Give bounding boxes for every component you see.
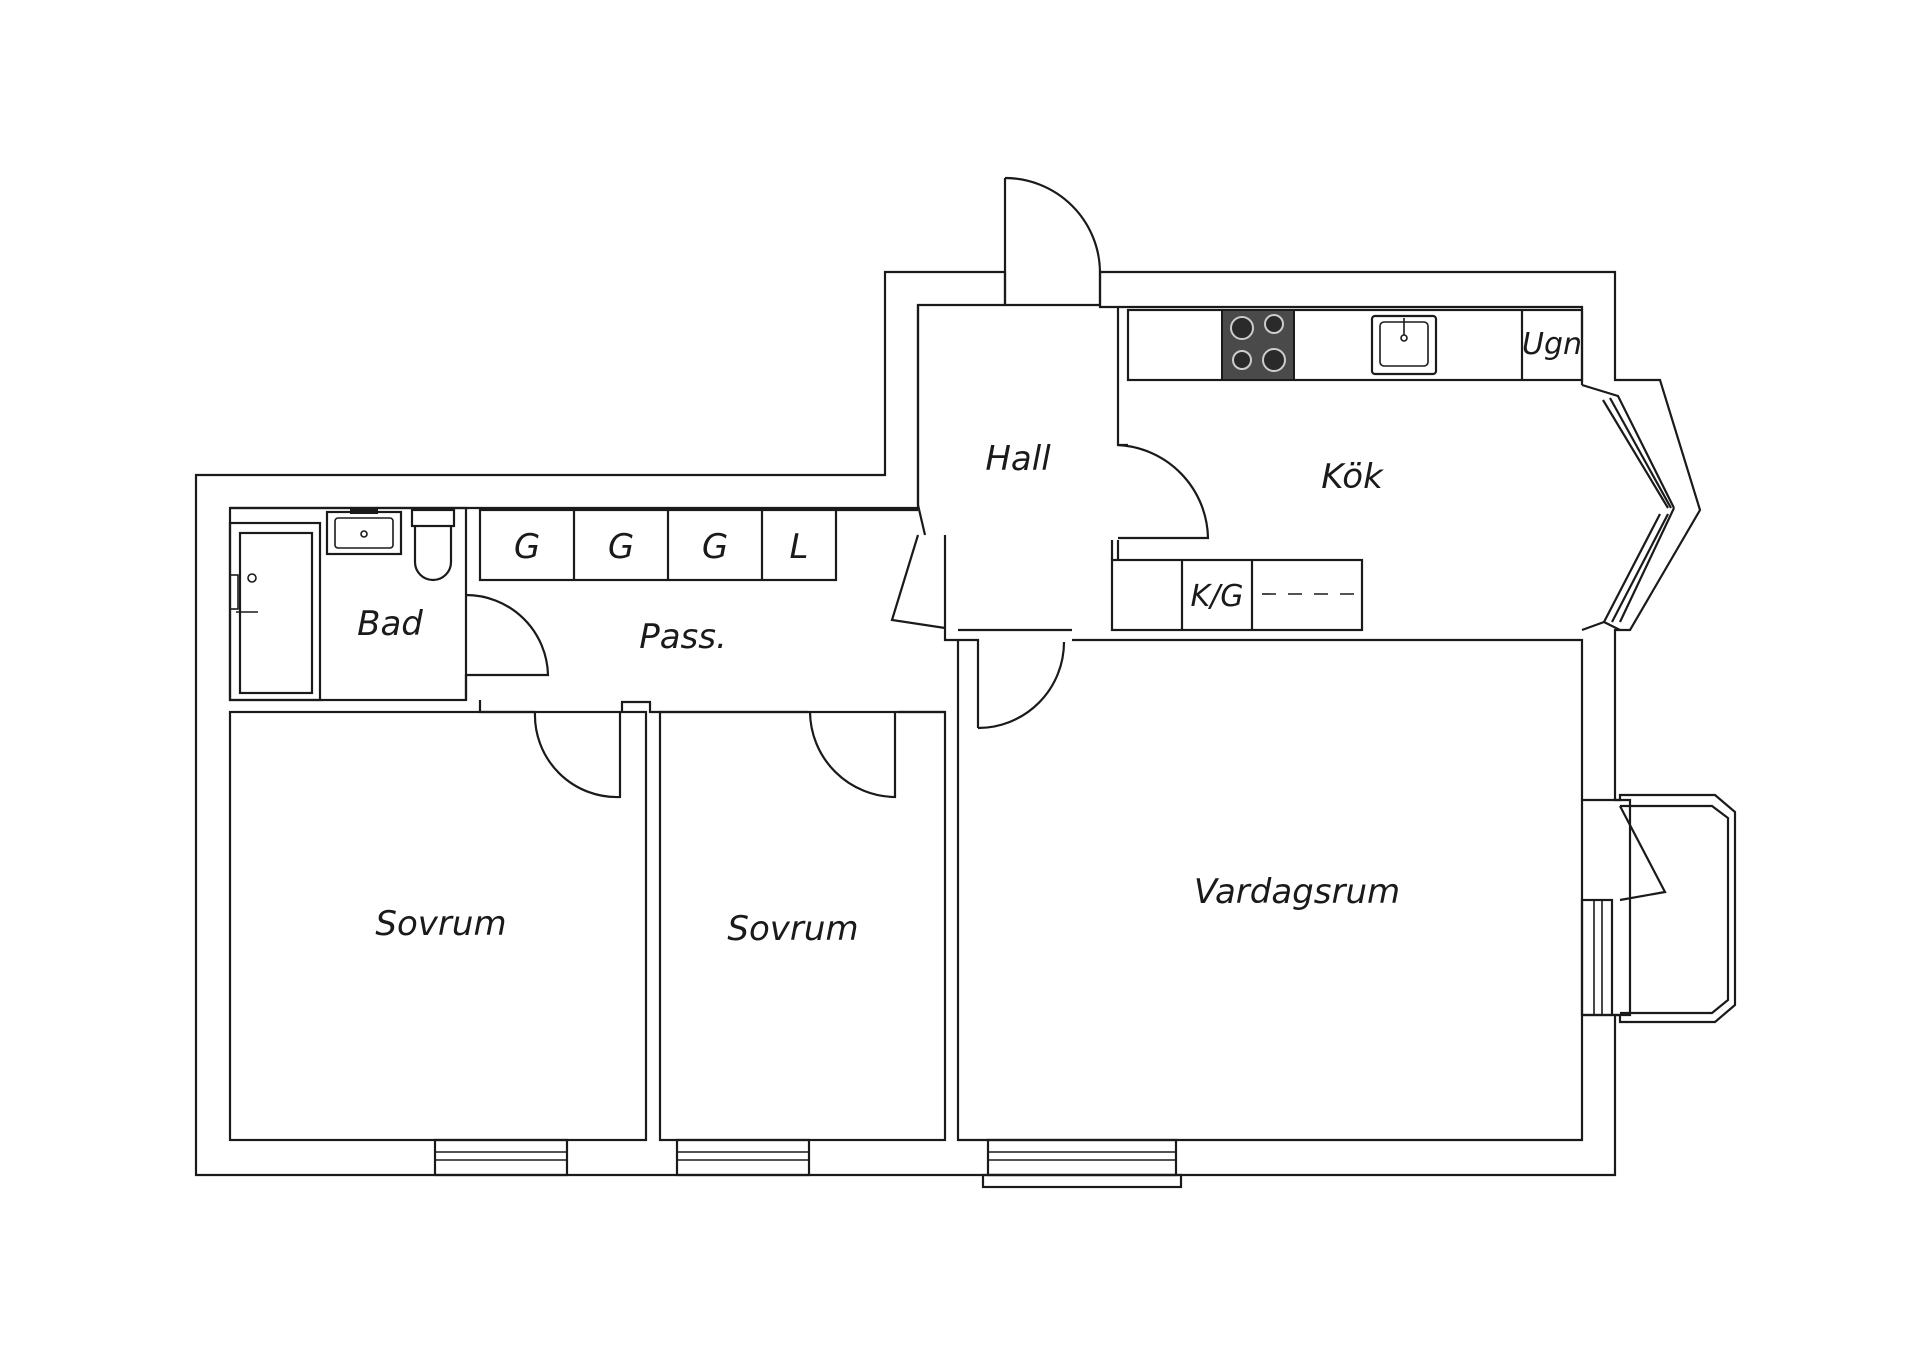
kitchen-label: Kök bbox=[1321, 457, 1384, 497]
passage-label: Pass. bbox=[639, 617, 727, 657]
balcony bbox=[1580, 793, 1737, 1024]
living-room-window bbox=[981, 1138, 1183, 1189]
toilet-icon bbox=[410, 508, 456, 582]
faucet-icon bbox=[229, 573, 258, 613]
bedroom-1-window bbox=[433, 1138, 569, 1177]
bedroom-1 bbox=[228, 710, 648, 1177]
bedroom-2-label: Sovrum bbox=[727, 909, 858, 949]
wardrobe-label-1: G bbox=[514, 527, 540, 567]
bedroom-2-window bbox=[675, 1138, 811, 1177]
stove-icon bbox=[1221, 309, 1295, 381]
fridge-freezer-label: K/G bbox=[1190, 579, 1243, 614]
living-room-label: Vardagsrum bbox=[1194, 872, 1400, 912]
wardrobe-label-3: G bbox=[702, 527, 728, 567]
bathroom-label: Bad bbox=[357, 604, 423, 644]
oven-label: Ugn bbox=[1522, 327, 1582, 362]
hall-label: Hall bbox=[985, 439, 1051, 479]
kitchen-sink-icon bbox=[1370, 314, 1438, 376]
kitchen-bay-window bbox=[1581, 383, 1675, 632]
living-room bbox=[956, 638, 1737, 1189]
outer-wall bbox=[194, 270, 1702, 1177]
bedroom-1-label: Sovrum bbox=[375, 904, 506, 944]
kitchen: Ugn K/G bbox=[1110, 308, 1675, 632]
wardrobe-label-2: G bbox=[608, 527, 634, 567]
linen-closet-label: L bbox=[790, 527, 809, 567]
bathroom bbox=[228, 506, 550, 702]
entrance-door bbox=[1003, 176, 1102, 305]
bedroom-2 bbox=[658, 710, 947, 1177]
bathroom-sink-icon bbox=[325, 508, 403, 556]
passage: G G G L bbox=[478, 508, 946, 714]
